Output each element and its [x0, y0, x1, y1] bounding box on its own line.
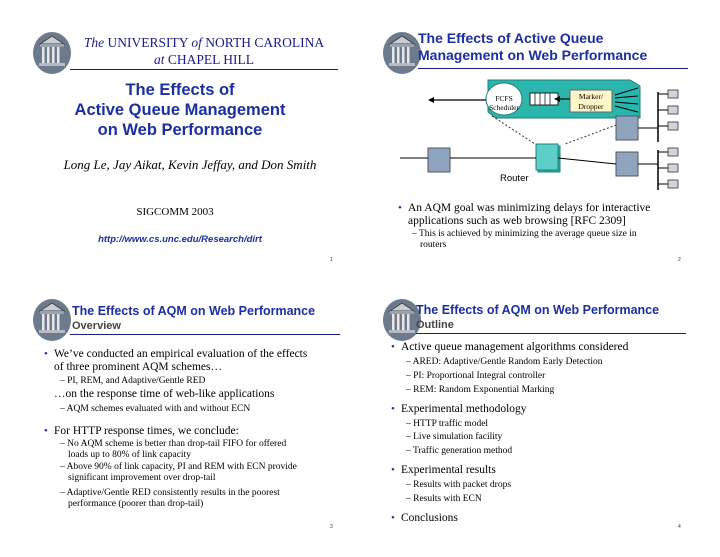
server-right-upper-icon [615, 115, 639, 141]
b1-sub-3: – REM: Random Exponential Marking [406, 385, 555, 395]
header-rule [416, 333, 686, 334]
slide-2: The Effects of Active Queue Management o… [360, 0, 720, 278]
slide-subtitle: Outline [416, 319, 454, 331]
bullet-dot-icon: • [391, 512, 395, 524]
bullet-1-line-2: applications such as web browsing [RFC 2… [408, 215, 626, 227]
sub-1-line-1: – This is achieved by minimizing the ave… [412, 229, 637, 239]
b1-text: Active queue management algorithms consi… [401, 341, 629, 353]
bullet-1-line-1: An AQM goal was minimizing delays for in… [408, 202, 651, 214]
bullet-3: • Experimental results [391, 464, 496, 477]
b4-text: Conclusions [401, 512, 458, 524]
slide-title: The Effects of Active Queue Management o… [418, 30, 647, 64]
talk-title: The Effects of Active Queue Management o… [40, 80, 320, 140]
marker-line-1: Marker/ [578, 92, 604, 101]
bullet-1: • Active queue management algorithms cons… [391, 341, 629, 354]
bullet-dot-icon: • [44, 425, 48, 437]
fcfs-line-1: FCFS [495, 94, 513, 103]
univ-of: of [191, 35, 202, 50]
bullet-dot-icon: • [391, 464, 395, 476]
marker-line-2: Dropper [578, 102, 604, 111]
bullet-dot-icon: • [398, 202, 402, 214]
univ-city: CHAPEL HILL [167, 52, 254, 67]
router-diagram [400, 79, 679, 190]
title-line-2: Management on Web Performance [418, 47, 648, 63]
b2-sub-3: – Traffic generation method [406, 446, 513, 456]
fcfs-scheduler-circle [485, 82, 523, 116]
b2-text: Experimental methodology [401, 403, 527, 415]
univ-the: The [83, 35, 105, 50]
server-right-lower-icon [615, 151, 639, 177]
b2-sub-2: – Above 90% of link capacity, PI and REM… [60, 462, 350, 484]
b1-sub-2: – AQM schemes evaluated with and without… [60, 404, 251, 414]
slide-title: The Effects of AQM on Web Performance [72, 304, 316, 318]
b1-line-1: We’ve conducted an empirical evaluation … [54, 348, 308, 360]
old-well-logo-icon [32, 298, 72, 341]
b1-sub-1: – ARED: Adaptive/Gentle Random Early Det… [406, 357, 603, 367]
slide-title: The Effects of AQM on Web Performance [416, 303, 660, 317]
router-label: Router [500, 173, 529, 184]
univ-name-a: UNIVERSITY [107, 35, 189, 50]
bullet-2: • For HTTP response times, we conclude: [44, 425, 354, 438]
b2-sub-2-line-1: – Above 90% of link capacity, PI and REM… [60, 462, 297, 472]
b1-sub-1: – PI, REM, and Adaptive/Gentle RED [60, 376, 206, 386]
b2-sub-2-line-2: significant improvement over drop-tail [68, 473, 216, 483]
project-url[interactable]: http://www.cs.unc.edu/Research/dirt [98, 234, 262, 245]
bullet-1: • We’ve conducted an empirical evaluatio… [44, 348, 354, 374]
header-rule [70, 334, 340, 335]
b1-sub-2: – PI: Proportional Integral controller [406, 371, 546, 381]
header-rule [70, 69, 338, 70]
university-name: The UNIVERSITY of NORTH CAROLINA at CHAP… [74, 34, 334, 68]
bullet-4: • Conclusions [391, 512, 458, 525]
marker-dropper-box [569, 89, 613, 113]
bullet-dot-icon: • [44, 348, 48, 360]
b2-sub-1-line-2: loads up to 80% of link capacity [68, 450, 191, 460]
conference: SIGCOMM 2003 [136, 206, 214, 218]
b3-sub-2: – Results with ECN [406, 494, 482, 504]
page-number: 4 [678, 524, 681, 530]
queue-buffer [529, 92, 559, 106]
b2-sub-2: – Live simulation facility [406, 432, 503, 442]
b1-line-2: of three prominent AQM schemes… [54, 361, 222, 373]
univ-at: at [153, 52, 165, 67]
univ-name-b: NORTH CAROLINA [205, 35, 325, 50]
old-well-logo-icon [382, 31, 422, 74]
page-number: 2 [678, 257, 681, 263]
slide-subtitle: Overview [72, 320, 121, 332]
old-well-logo-icon [32, 31, 72, 74]
page-number: 1 [330, 257, 333, 263]
title-line-2: Active Queue Management [74, 101, 286, 119]
b2-sub-3: – Adaptive/Gentle RED consistently resul… [60, 488, 350, 510]
bullet-1: • An AQM goal was minimizing delays for … [398, 202, 708, 228]
client-monitor-icons [667, 89, 679, 189]
server-left-icon [427, 147, 451, 173]
title-line-1: The Effects of [125, 81, 235, 99]
b2-sub-3-line-1: – Adaptive/Gentle RED consistently resul… [60, 488, 280, 498]
title-line-3: on Web Performance [97, 121, 263, 139]
b2-sub-1: – HTTP traffic model [406, 419, 489, 429]
b2-sub-1-line-1: – No AQM scheme is better than drop-tail… [60, 439, 287, 449]
fcfs-line-2: Scheduler [489, 103, 519, 112]
bullet-dot-icon: • [391, 403, 395, 415]
b2-sub-3-line-2: performance (poorer than drop-tail) [68, 499, 204, 509]
b1-continuation: …on the response time of web-like applic… [54, 388, 275, 400]
fcfs-label: FCFS Scheduler [489, 94, 519, 112]
page-number: 3 [330, 524, 333, 530]
sub-bullet-1: – This is achieved by minimizing the ave… [412, 229, 712, 251]
authors: Long Le, Jay Aikat, Kevin Jeffay, and Do… [63, 157, 317, 172]
b3-text: Experimental results [401, 464, 496, 476]
sub-1-line-2: routers [420, 240, 447, 250]
bullet-dot-icon: • [391, 341, 395, 353]
slide-1: The UNIVERSITY of NORTH CAROLINA at CHAP… [0, 0, 360, 278]
b2-sub-1: – No AQM scheme is better than drop-tail… [60, 439, 350, 461]
title-line-1: The Effects of Active Queue [418, 30, 604, 46]
b2-text: For HTTP response times, we conclude: [54, 425, 239, 437]
slide-3: The Effects of AQM on Web Performance Ov… [0, 279, 360, 557]
marker-dropper-label: Marker/ Dropper [570, 92, 612, 112]
header-rule [418, 68, 688, 69]
slide-4: The Effects of AQM on Web Performance Ou… [360, 279, 720, 557]
b3-sub-1: – Results with packet drops [406, 480, 512, 490]
bullet-2: • Experimental methodology [391, 403, 527, 416]
